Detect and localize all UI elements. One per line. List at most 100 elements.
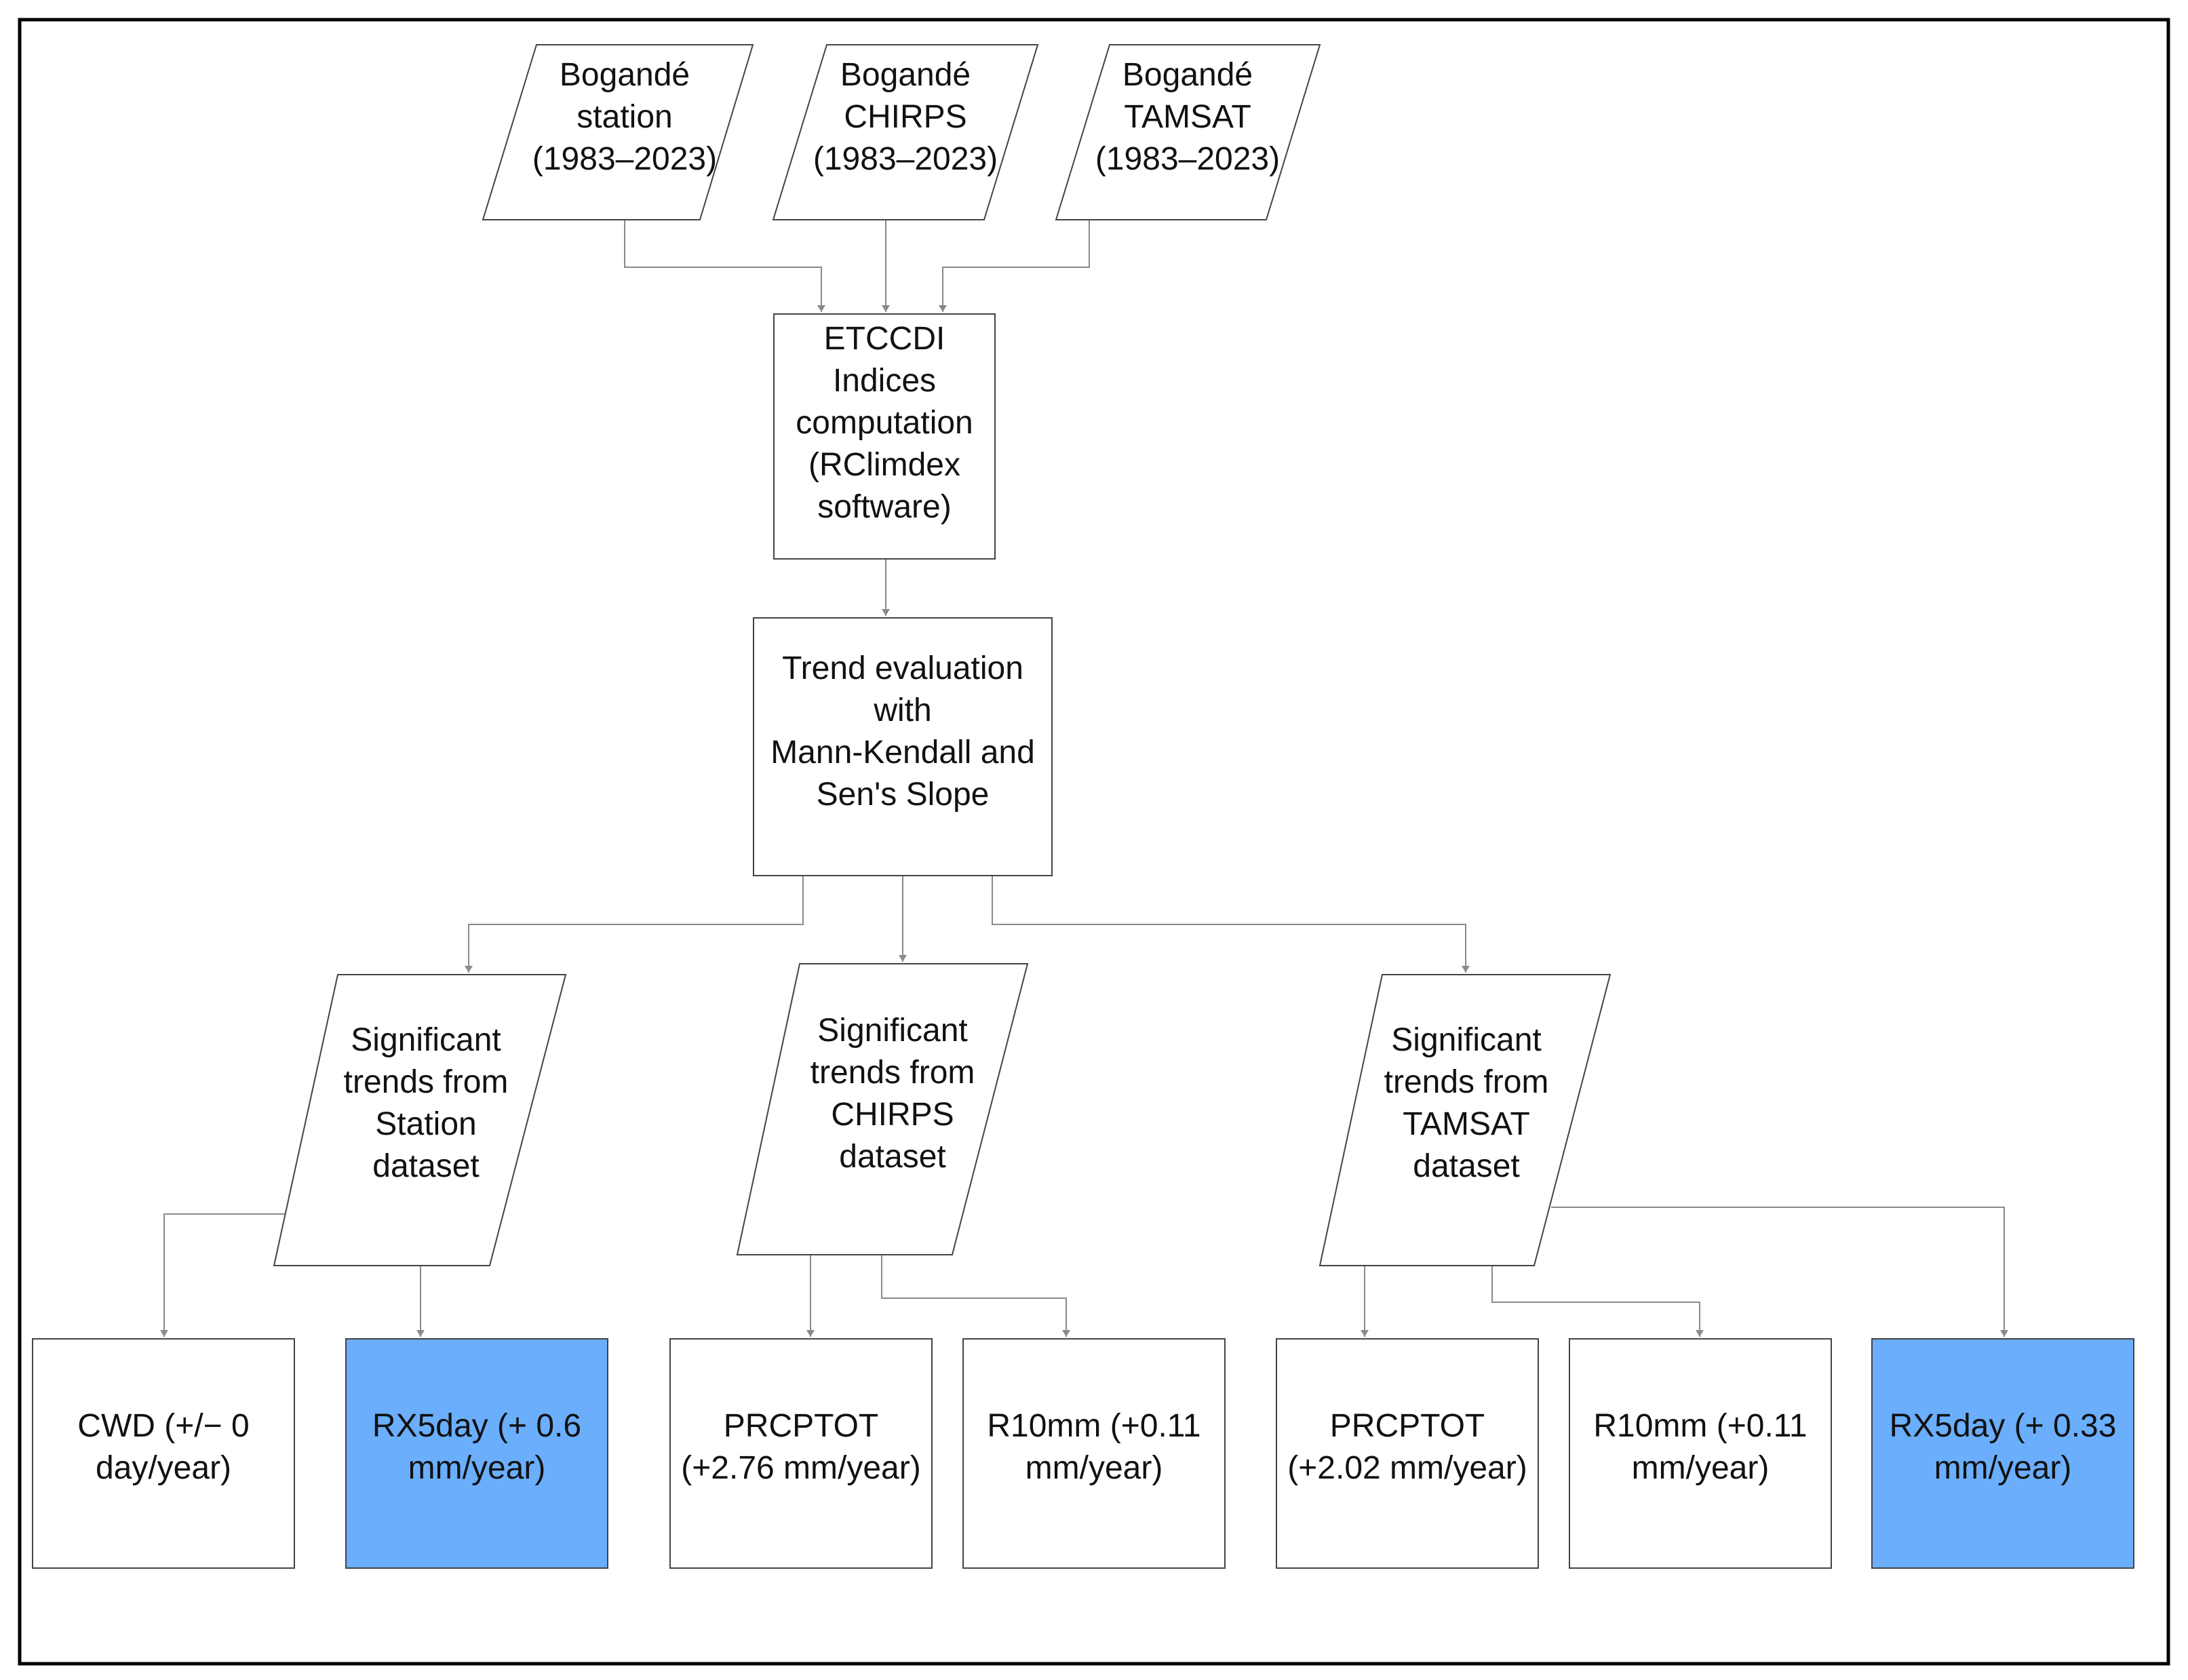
result-tamsat-prcptot-line: (+2.02 mm/year)	[1287, 1450, 1527, 1486]
dataset-chirps-line: Significant	[817, 1013, 967, 1049]
result-chirps-prcptot-node: PRCPTOT (+2.76 mm/year)	[681, 1408, 920, 1486]
dataset-chirps-line: dataset	[839, 1139, 945, 1175]
result-chirps-r10mm-box	[962, 1338, 1226, 1569]
indices-computation-line: Indices	[833, 363, 936, 399]
connector-trend-to-station	[468, 876, 804, 973]
result-station-cwd-node: CWD (+/− 0 day/year)	[77, 1408, 249, 1486]
result-station-rx5day-line: RX5day (+ 0.6	[372, 1408, 581, 1444]
input-tamsat-shape	[1055, 44, 1321, 220]
result-station-rx5day-line: mm/year)	[408, 1450, 546, 1486]
dataset-chirps-line: CHIRPS	[831, 1097, 954, 1133]
input-tamsat-line: (1983–2023)	[1095, 141, 1280, 177]
input-station-line: Bogandé	[560, 57, 690, 93]
result-station-cwd-line: CWD (+/− 0	[77, 1408, 249, 1444]
result-tamsat-rx5day-box	[1871, 1338, 2134, 1569]
dataset-chirps-line: trends from	[810, 1055, 975, 1091]
dataset-chirps-shape	[736, 963, 1029, 1255]
result-tamsat-prcptot-box	[1276, 1338, 1539, 1569]
connector-chirps-to-r10mm-arrowhead	[1062, 1330, 1070, 1337]
connector-chirps-to-r10mm	[881, 1255, 1067, 1337]
connector-tamsat-to-prcptot-arrowhead	[1361, 1330, 1369, 1337]
trend-evaluation-line: with	[873, 692, 931, 728]
connector-chirps-to-indices-arrowhead	[882, 305, 890, 312]
result-tamsat-prcptot-line: PRCPTOT	[1330, 1408, 1485, 1444]
result-chirps-prcptot-line: PRCPTOT	[724, 1408, 878, 1444]
connector-tamsat-to-indices	[942, 220, 1090, 312]
connector-trend-to-chirps-arrowhead	[899, 955, 907, 962]
connector-station-to-cwd	[163, 1213, 286, 1337]
result-tamsat-rx5day-line: RX5day (+ 0.33	[1890, 1408, 2117, 1444]
result-chirps-r10mm-line: R10mm (+0.11	[987, 1408, 1200, 1444]
connector-station-to-indices-arrowhead	[817, 305, 825, 312]
dataset-station-line: Significant	[351, 1022, 501, 1058]
indices-computation-line: (RClimdex	[808, 447, 960, 483]
dataset-chirps-colon: :	[921, 1150, 926, 1171]
input-station-node: Bogandé station (1983–2023)	[532, 57, 717, 177]
input-tamsat-line: TAMSAT	[1124, 99, 1251, 135]
connector-layer	[160, 220, 2008, 1337]
connector-trend-to-tamsat	[992, 876, 1466, 973]
connector-trend-to-station-arrowhead	[465, 966, 473, 973]
indices-computation-line: computation	[796, 405, 973, 441]
connector-chirps-to-prcptot-arrowhead	[806, 1330, 815, 1337]
dataset-station-line: Station	[375, 1106, 476, 1142]
input-station-line: (1983–2023)	[532, 141, 717, 177]
connector-station-to-indices	[624, 220, 822, 312]
input-station-line: station	[577, 99, 672, 135]
connector-tamsat-to-rx5day	[1551, 1207, 2005, 1337]
indices-computation-line: ETCCDI	[824, 321, 945, 357]
result-station-cwd-box	[32, 1338, 295, 1569]
connector-station-to-cwd-arrowhead	[160, 1330, 168, 1337]
connector-tamsat-to-r10mm	[1491, 1266, 1700, 1337]
result-chirps-prcptot-line: (+2.76 mm/year)	[681, 1450, 920, 1486]
connector-tamsat-to-rx5day-arrowhead	[2000, 1330, 2008, 1337]
indices-computation-box	[773, 313, 996, 560]
dataset-station-line: dataset	[372, 1148, 479, 1184]
result-chirps-prcptot-box	[669, 1338, 933, 1569]
input-chirps-line: (1983–2023)	[813, 141, 998, 177]
indices-computation-node: ETCCDI Indices computation (RClimdex softwar…	[796, 321, 973, 525]
dataset-tamsat-colon: :	[1502, 1160, 1506, 1180]
connector-indices-to-trend-arrowhead	[882, 609, 890, 616]
connector-tamsat-to-indices-arrowhead	[939, 305, 947, 312]
dataset-tamsat-line: TAMSAT	[1403, 1106, 1530, 1142]
input-chirps-line: CHIRPS	[844, 99, 966, 135]
result-station-rx5day-box	[345, 1338, 608, 1569]
result-chirps-r10mm-line: mm/year)	[1025, 1450, 1163, 1486]
input-station-shape	[482, 44, 754, 220]
trend-evaluation-box	[753, 617, 1053, 876]
input-chirps-line: Bogandé	[840, 57, 971, 93]
trend-evaluation-line: Trend evaluation	[782, 650, 1023, 686]
dataset-tamsat-line: dataset	[1413, 1148, 1519, 1184]
connector-tamsat-to-r10mm-arrowhead	[1696, 1330, 1704, 1337]
result-tamsat-r10mm-line: R10mm (+0.11	[1593, 1408, 1807, 1444]
dataset-tamsat-shape	[1318, 974, 1611, 1266]
result-station-rx5day-node: RX5day (+ 0.6 mm/year)	[372, 1408, 581, 1486]
trend-evaluation-line: Mann-Kendall and	[770, 735, 1035, 770]
dataset-tamsat-line: Significant	[1391, 1022, 1541, 1058]
dataset-tamsat-line: trends from	[1384, 1064, 1549, 1100]
result-tamsat-rx5day-node: RX5day (+ 0.33 mm/year)	[1890, 1408, 2117, 1486]
result-chirps-r10mm-node: R10mm (+0.11 mm/year)	[987, 1408, 1200, 1486]
result-tamsat-r10mm-node: R10mm (+0.11 mm/year)	[1593, 1408, 1807, 1486]
result-tamsat-r10mm-box	[1569, 1338, 1832, 1569]
input-tamsat-line: Bogandé	[1122, 57, 1253, 93]
indices-computation-line: software)	[817, 489, 951, 525]
result-tamsat-rx5day-line: mm/year)	[1934, 1450, 2072, 1486]
dataset-station-colon: :	[460, 1160, 465, 1180]
input-chirps-shape	[772, 44, 1039, 220]
figure-frame	[18, 18, 2170, 1666]
result-station-cwd-line: day/year)	[96, 1450, 231, 1486]
dataset-station-shape	[273, 974, 567, 1266]
dataset-station-line: trends from	[344, 1064, 509, 1100]
result-tamsat-r10mm-line: mm/year)	[1632, 1450, 1770, 1486]
connector-station-to-rx5day-arrowhead	[416, 1330, 425, 1337]
